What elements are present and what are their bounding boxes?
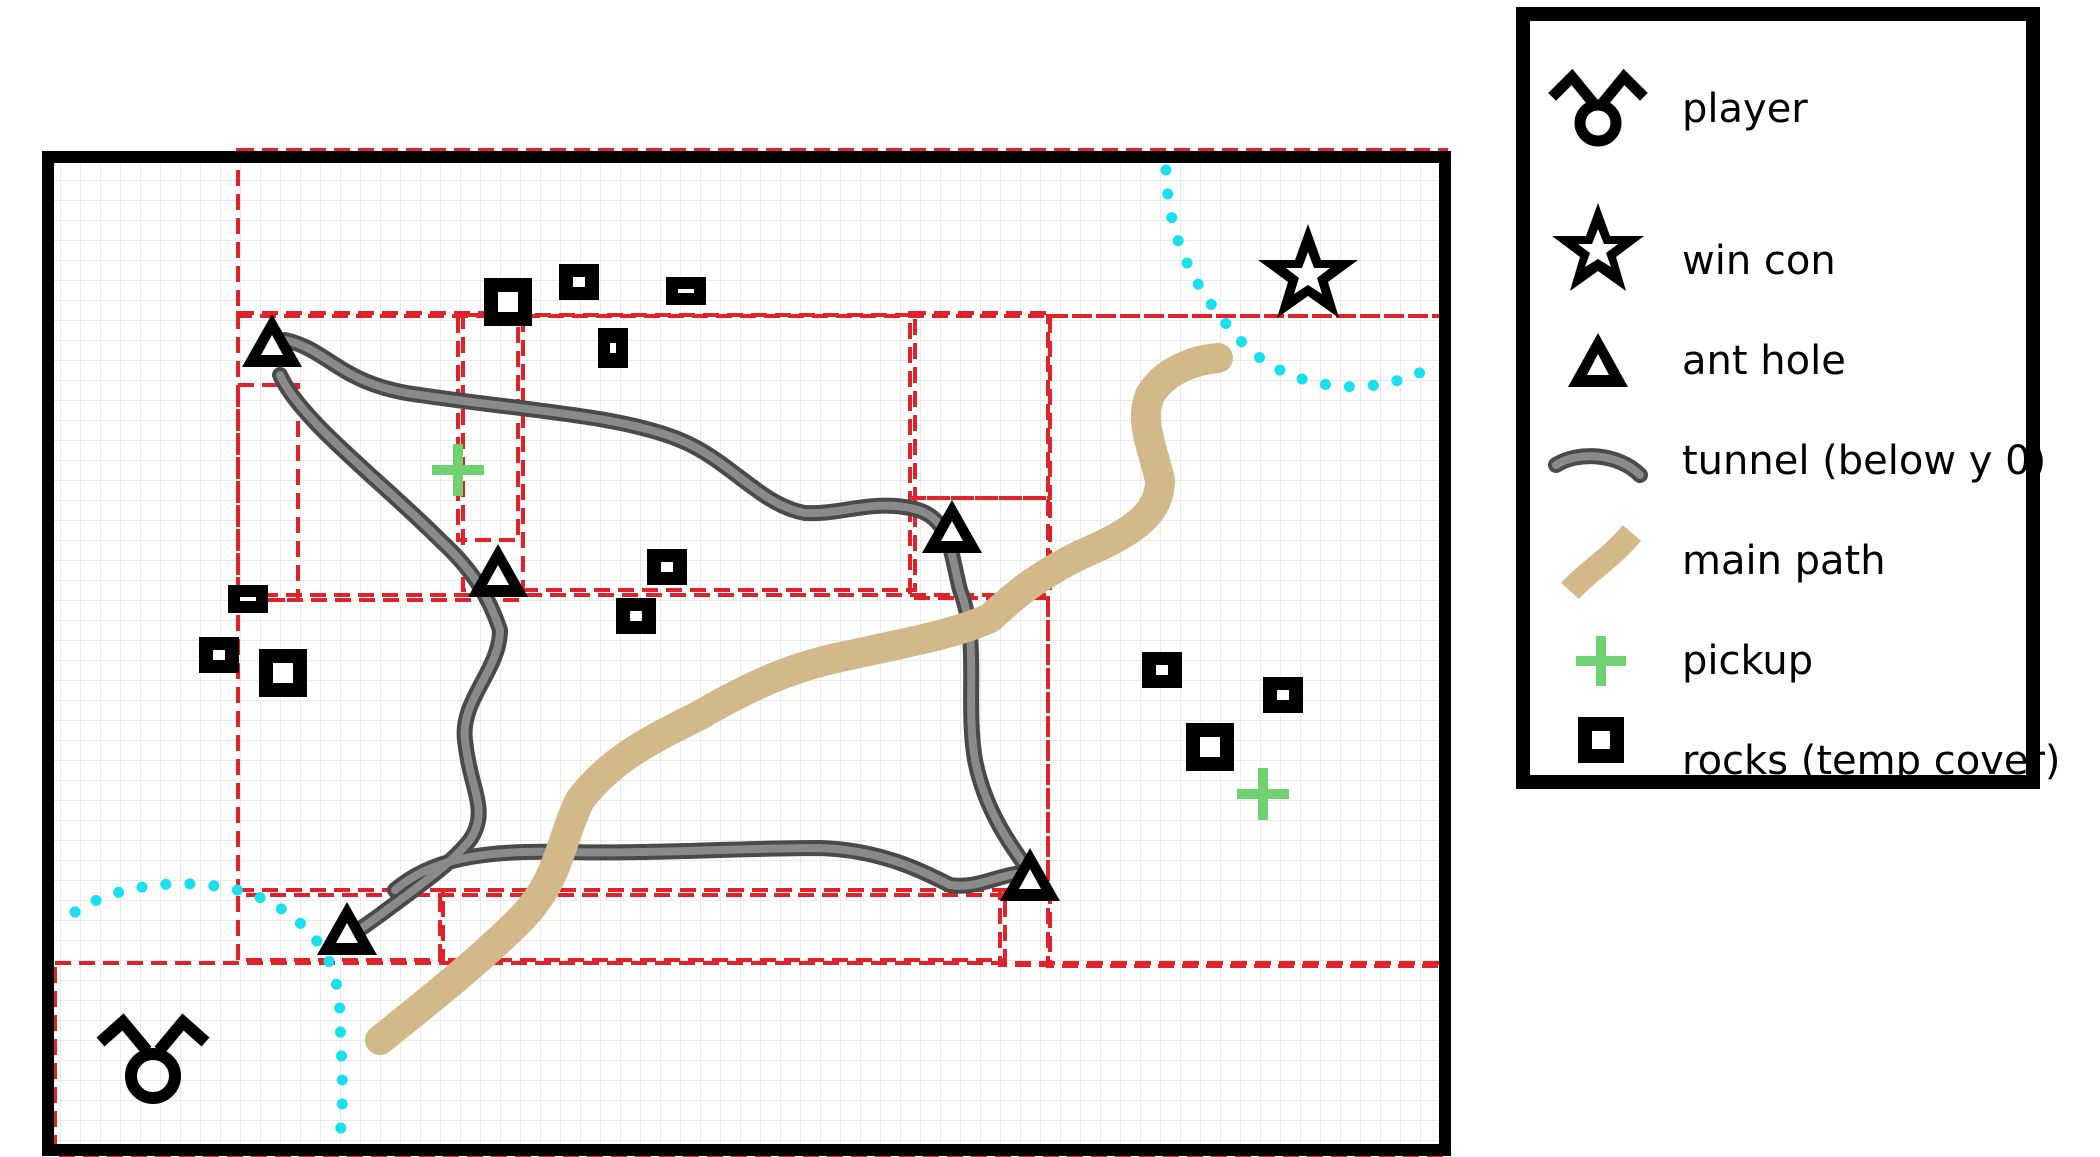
rock-icon: [259, 649, 307, 697]
legend-label: win con: [1682, 238, 1836, 284]
legend-item-win-con: win con: [1530, 203, 2026, 301]
rock-icon: [1263, 677, 1303, 713]
legend-item-main-path: main path: [1530, 521, 2026, 601]
pickup-icon: [1576, 636, 1626, 686]
legend-item-pickup: pickup: [1530, 621, 2026, 701]
main-path-icon: [1561, 525, 1642, 600]
legend-label: ant hole: [1682, 338, 1846, 384]
legend-label: tunnel (below y 0): [1682, 438, 2047, 484]
rock-icon: [228, 585, 268, 613]
rock-icon: [1186, 723, 1234, 771]
main-path: [365, 343, 1233, 1055]
legend-label: main path: [1682, 538, 1886, 584]
rock-icon: [1578, 717, 1624, 763]
player-icon: [96, 1013, 210, 1104]
player-icon: [1548, 69, 1648, 147]
legend-item-player: player: [1530, 69, 2026, 149]
legend-item-ant-hole: ant hole: [1530, 321, 2026, 401]
win-con-star-icon: [1552, 203, 1644, 291]
legend-panel: player win con ant hole tunnel (below y …: [1516, 7, 2061, 789]
map-border: [42, 151, 1451, 1156]
win-con-star-icon: [1258, 224, 1358, 318]
rock-icon: [484, 278, 532, 326]
map-grid: [48, 157, 1445, 1150]
rock-icon: [199, 637, 239, 673]
legend-item-tunnel: tunnel (below y 0): [1530, 421, 2046, 501]
rock-icon: [666, 277, 706, 305]
rocks: [199, 264, 1303, 771]
water-dotted-line: [69, 164, 1446, 1154]
legend-label: rocks (temp cover): [1682, 738, 2061, 784]
legend-label: player: [1682, 86, 1808, 132]
rock-icon: [1142, 652, 1182, 688]
tunnel-icon: [1548, 448, 1648, 483]
rock-icon: [647, 549, 687, 585]
tunnels: [272, 332, 1038, 943]
rock-icon: [559, 264, 599, 300]
legend-label: pickup: [1682, 638, 1814, 684]
ant-hole-icon: [1568, 333, 1628, 387]
rock-icon: [616, 598, 656, 634]
legend-item-rock: rocks (temp cover): [1530, 717, 2061, 801]
